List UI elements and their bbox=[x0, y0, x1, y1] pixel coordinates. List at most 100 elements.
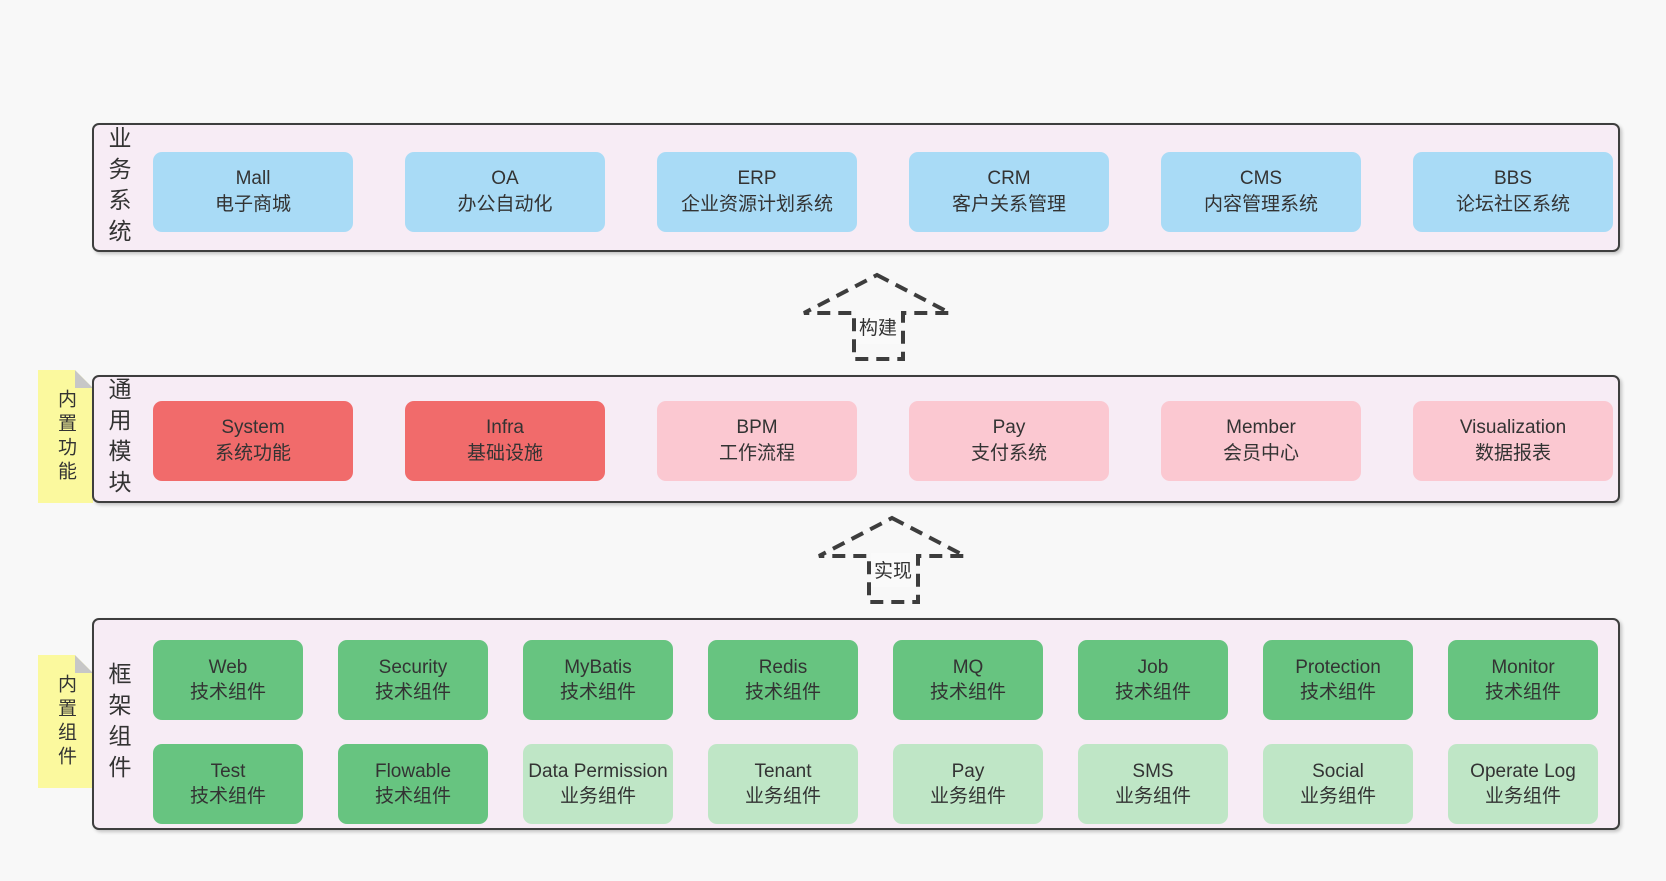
box-flowable: Flowable 技术组件 bbox=[338, 744, 488, 824]
box-title: Tenant bbox=[754, 761, 812, 782]
box-title: SMS bbox=[1132, 761, 1174, 782]
box-subtitle: 内容管理系统 bbox=[1203, 194, 1318, 215]
box-subtitle: 业务组件 bbox=[744, 786, 821, 807]
up-block-arrow-icon: 构建 bbox=[803, 272, 951, 361]
up-block-arrow-icon: 实现 bbox=[818, 515, 966, 604]
box-title: Visualization bbox=[1459, 417, 1567, 438]
box-test: Test 技术组件 bbox=[153, 744, 303, 824]
business-box-row: Mall 电子商城 OA 办公自动化 ERP 企业资源计划系统 CRM 客户关系… bbox=[153, 152, 1613, 232]
box-member: Member 会员中心 bbox=[1161, 401, 1361, 481]
box-title: Operate Log bbox=[1470, 761, 1576, 782]
box-job: Job 技术组件 bbox=[1078, 640, 1228, 720]
box-sms: SMS 业务组件 bbox=[1078, 744, 1228, 824]
band-business-systems: 业务系统 Mall 电子商城 OA 办公自动化 ERP 企业资源计划系统 CRM… bbox=[92, 123, 1620, 252]
box-title: CRM bbox=[987, 168, 1031, 189]
band-label: 业务系统 bbox=[105, 125, 131, 250]
box-pay-component: Pay 业务组件 bbox=[893, 744, 1043, 824]
box-title: System bbox=[221, 417, 285, 438]
folded-corner-icon bbox=[75, 655, 93, 673]
box-subtitle: 业务组件 bbox=[559, 786, 636, 807]
band-framework-components: 框架组件 Web 技术组件 Security 技术组件 MyBatis 技术组件… bbox=[92, 618, 1620, 830]
box-infra: Infra 基础设施 bbox=[405, 401, 605, 481]
box-subtitle: 技术组件 bbox=[1484, 682, 1561, 703]
box-subtitle: 技术组件 bbox=[559, 682, 636, 703]
box-operate-log: Operate Log 业务组件 bbox=[1448, 744, 1598, 824]
sticky-label: 内置组件 bbox=[55, 673, 76, 770]
box-bpm: BPM 工作流程 bbox=[657, 401, 857, 481]
box-oa: OA 办公自动化 bbox=[405, 152, 605, 232]
box-title: MyBatis bbox=[564, 657, 632, 678]
box-subtitle: 客户关系管理 bbox=[951, 194, 1066, 215]
box-subtitle: 技术组件 bbox=[374, 682, 451, 703]
box-title: Security bbox=[378, 657, 448, 678]
band-common-modules: 通用模块 System 系统功能 Infra 基础设施 BPM 工作流程 Pay… bbox=[92, 375, 1620, 503]
box-title: BBS bbox=[1493, 168, 1533, 189]
box-title: Protection bbox=[1295, 657, 1381, 678]
box-protection: Protection 技术组件 bbox=[1263, 640, 1413, 720]
sticky-label: 内置功能 bbox=[55, 388, 76, 485]
box-subtitle: 企业资源计划系统 bbox=[680, 194, 833, 215]
box-title: Web bbox=[208, 657, 248, 678]
box-subtitle: 业务组件 bbox=[929, 786, 1006, 807]
band-label: 框架组件 bbox=[105, 662, 131, 786]
sticky-note-builtin-components: 内置组件 bbox=[38, 655, 93, 788]
box-title: Test bbox=[210, 761, 246, 782]
box-subtitle: 会员中心 bbox=[1222, 443, 1299, 464]
box-mybatis: MyBatis 技术组件 bbox=[523, 640, 673, 720]
box-data-permission: Data Permission 业务组件 bbox=[523, 744, 673, 824]
band-label: 通用模块 bbox=[105, 377, 131, 501]
box-subtitle: 系统功能 bbox=[214, 443, 291, 464]
box-monitor: Monitor 技术组件 bbox=[1448, 640, 1598, 720]
box-title: Data Permission bbox=[528, 761, 668, 782]
box-title: Pay bbox=[992, 417, 1026, 438]
box-subtitle: 数据报表 bbox=[1474, 443, 1551, 464]
box-visualization: Visualization 数据报表 bbox=[1413, 401, 1613, 481]
box-subtitle: 支付系统 bbox=[970, 443, 1047, 464]
box-mall: Mall 电子商城 bbox=[153, 152, 353, 232]
box-subtitle: 电子商城 bbox=[214, 194, 291, 215]
box-mq: MQ 技术组件 bbox=[893, 640, 1043, 720]
box-subtitle: 工作流程 bbox=[718, 443, 795, 464]
box-subtitle: 业务组件 bbox=[1299, 786, 1376, 807]
box-subtitle: 业务组件 bbox=[1484, 786, 1561, 807]
sticky-note-builtin-features: 内置功能 bbox=[38, 370, 93, 503]
folded-corner-icon bbox=[75, 370, 93, 388]
box-subtitle: 基础设施 bbox=[466, 443, 543, 464]
box-pay-system: Pay 支付系统 bbox=[909, 401, 1109, 481]
box-subtitle: 技术组件 bbox=[189, 682, 266, 703]
box-title: Flowable bbox=[374, 761, 452, 782]
arrow-build: 构建 bbox=[802, 272, 952, 362]
components-row-1: Web 技术组件 Security 技术组件 MyBatis 技术组件 Redi… bbox=[153, 640, 1598, 720]
box-title: CMS bbox=[1239, 168, 1283, 189]
box-subtitle: 技术组件 bbox=[1299, 682, 1376, 703]
arrow-label: 实现 bbox=[874, 560, 912, 582]
box-title: Social bbox=[1312, 761, 1364, 782]
box-subtitle: 技术组件 bbox=[374, 786, 451, 807]
box-web: Web 技术组件 bbox=[153, 640, 303, 720]
box-title: Member bbox=[1226, 417, 1296, 438]
box-subtitle: 技术组件 bbox=[189, 786, 266, 807]
modules-box-row: System 系统功能 Infra 基础设施 BPM 工作流程 Pay 支付系统… bbox=[153, 401, 1613, 481]
box-subtitle: 技术组件 bbox=[929, 682, 1006, 703]
box-security: Security 技术组件 bbox=[338, 640, 488, 720]
box-title: Job bbox=[1137, 657, 1169, 678]
box-social: Social 业务组件 bbox=[1263, 744, 1413, 824]
box-cms: CMS 内容管理系统 bbox=[1161, 152, 1361, 232]
box-title: ERP bbox=[737, 168, 777, 189]
box-erp: ERP 企业资源计划系统 bbox=[657, 152, 857, 232]
box-subtitle: 技术组件 bbox=[744, 682, 821, 703]
box-title: OA bbox=[491, 168, 519, 189]
box-bbs: BBS 论坛社区系统 bbox=[1413, 152, 1613, 232]
box-title: Mall bbox=[235, 168, 271, 189]
box-tenant: Tenant 业务组件 bbox=[708, 744, 858, 824]
arrow-label: 构建 bbox=[859, 317, 897, 339]
box-subtitle: 论坛社区系统 bbox=[1455, 194, 1570, 215]
box-title: MQ bbox=[952, 657, 984, 678]
box-title: Redis bbox=[758, 657, 808, 678]
box-title: Pay bbox=[951, 761, 985, 782]
box-subtitle: 技术组件 bbox=[1114, 682, 1191, 703]
arrow-implement: 实现 bbox=[817, 515, 967, 605]
components-row-2: Test 技术组件 Flowable 技术组件 Data Permission … bbox=[153, 744, 1598, 824]
box-title: Infra bbox=[485, 417, 525, 438]
